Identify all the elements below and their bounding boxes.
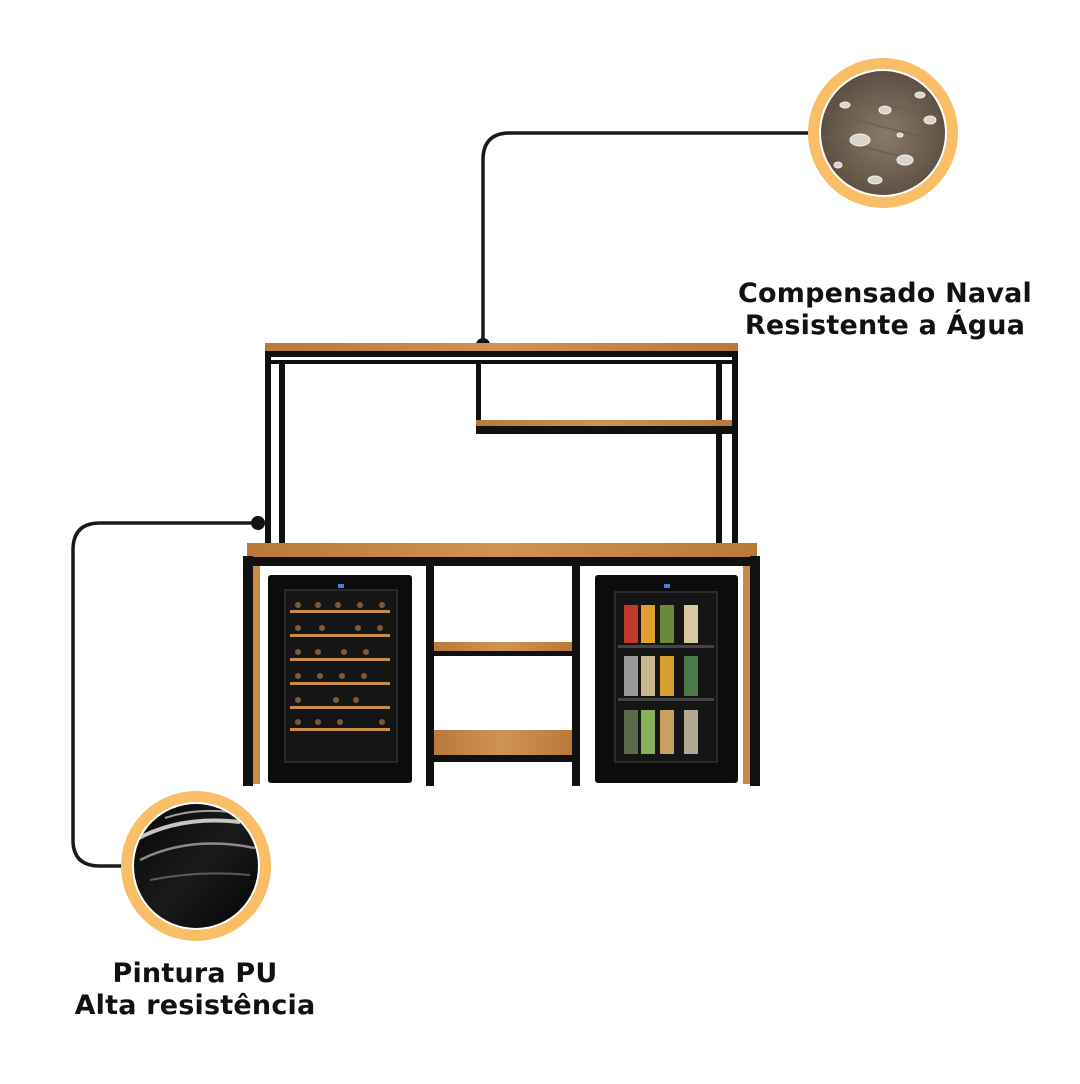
water-droplets-on-wood-icon bbox=[808, 58, 958, 208]
callout-caption-bottom: Pintura PU Alta resistência bbox=[60, 958, 330, 1022]
callout-connector-bottom bbox=[71, 516, 265, 868]
callout-bottom-line1: Pintura PU bbox=[112, 958, 278, 989]
glossy-black-paint-icon bbox=[121, 791, 271, 941]
callout-top-line1: Compensado Naval bbox=[737, 278, 1033, 309]
bar-cabinet-illustration bbox=[243, 343, 760, 786]
callout-top-line2: Resistente a Água bbox=[744, 310, 1026, 341]
callout-caption-top: Compensado Naval Resistente a Água bbox=[730, 278, 1040, 342]
callout-bottom-line2: Alta resistência bbox=[74, 990, 316, 1021]
